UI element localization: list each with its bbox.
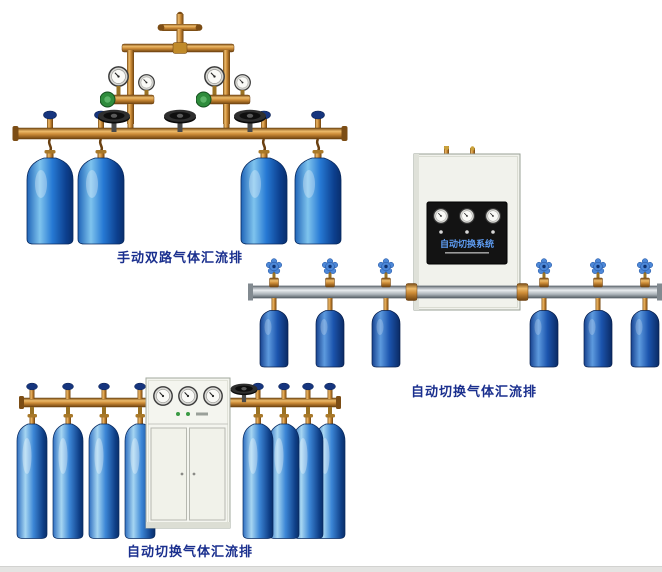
- cylinder-station: [630, 258, 660, 368]
- panel-gauge: [433, 208, 449, 224]
- gas-cylinder: [242, 414, 274, 539]
- gas-cylinder: [630, 305, 660, 368]
- gas-cylinder: [16, 414, 48, 539]
- panel-gauge: [153, 386, 173, 406]
- gas-cylinder: [88, 414, 120, 539]
- gas-cylinder: [77, 150, 125, 245]
- cabinet-control-panel: 自动切换系统: [426, 201, 508, 265]
- cylinder-station: [583, 258, 613, 368]
- inlet-top-piping: [121, 11, 235, 68]
- cylinder-station: [529, 258, 559, 368]
- page-bottom-strip: [0, 566, 662, 572]
- panel-gauge: [203, 386, 223, 406]
- cylinder-station: [315, 258, 345, 368]
- panel-gauge: [459, 208, 475, 224]
- cylinder-station: [88, 382, 120, 539]
- manual-manifold-illustration: [12, 11, 348, 245]
- figure-caption-auto-manifold-floor: 自动切换气体汇流排: [126, 544, 253, 559]
- panel-gauge: [178, 386, 198, 406]
- cylinder-station: [268, 382, 300, 539]
- figure-caption-manual-manifold: 手动双路气体汇流排: [116, 250, 243, 265]
- cylinder-station: [314, 382, 346, 539]
- pressure-regulator-right: [196, 64, 250, 132]
- cabinet-door: [189, 427, 226, 521]
- gas-cylinder: [371, 305, 401, 368]
- cylinder-valve-handwheel: [636, 258, 654, 275]
- panel-gauge: [485, 208, 501, 224]
- gas-cylinder: [315, 305, 345, 368]
- gas-cylinder: [52, 414, 84, 539]
- indicator-light: [176, 412, 180, 416]
- cylinder-station: [292, 382, 324, 539]
- cylinder-station: [16, 382, 48, 539]
- gas-cylinder: [26, 150, 74, 245]
- indicator-light: [186, 412, 190, 416]
- cylinder-valve-handwheel: [589, 258, 607, 275]
- gas-cylinder: [268, 414, 300, 539]
- cylinder-valve-handwheel: [535, 258, 553, 275]
- figure-auto-switch-manifold-floor: 自动切换气体汇流排: [8, 376, 350, 559]
- auto-manifold-floor-illustration: [16, 377, 346, 539]
- gas-cylinder: [529, 305, 559, 368]
- cylinder-station: [371, 258, 401, 368]
- floor-cabinet: [145, 377, 231, 529]
- cylinder-valve-handwheel: [377, 258, 395, 275]
- gas-cylinder: [259, 305, 289, 368]
- cylinder-station: [124, 382, 156, 539]
- auto-manifold-illustration: 自动切换系统: [248, 146, 662, 368]
- pressure-regulator-left: [100, 64, 154, 132]
- cabinet-door: [150, 427, 187, 521]
- cylinder-station: [259, 258, 289, 368]
- cylinder-station: [52, 382, 84, 539]
- manifold-pipe-aluminum: [248, 283, 662, 301]
- gas-cylinder: [583, 305, 613, 368]
- figure-caption-auto-manifold-wall: 自动切换气体汇流排: [410, 384, 537, 399]
- cylinder-valve-handwheel: [321, 258, 339, 275]
- figure-manual-dual-manifold: 手动双路气体汇流排: [10, 10, 350, 265]
- cylinder-valve-handwheel: [265, 258, 283, 275]
- figure-auto-switch-manifold-wall: 自动切换系统: [248, 146, 662, 399]
- cabinet-label: 自动切换系统: [440, 238, 494, 249]
- control-cabinet: 自动切换系统: [413, 146, 521, 311]
